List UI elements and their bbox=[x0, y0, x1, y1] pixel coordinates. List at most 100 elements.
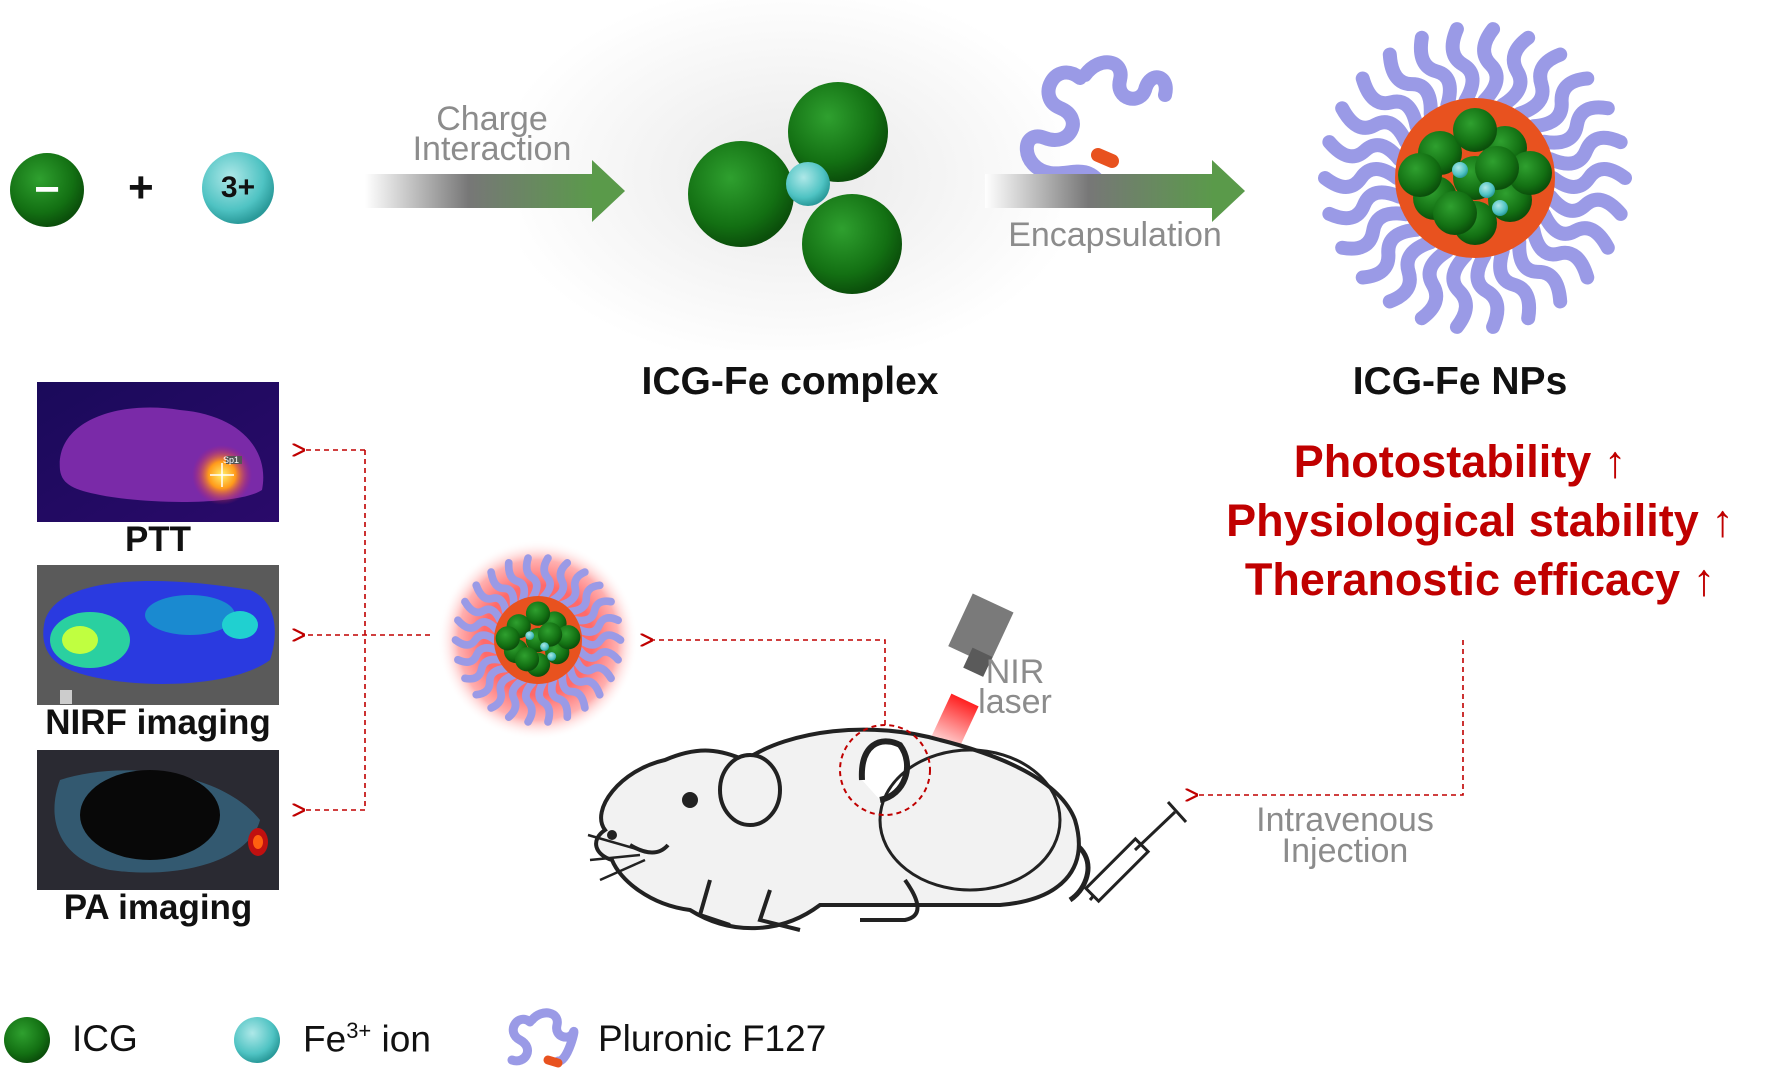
pluronic-strand bbox=[1446, 248, 1473, 334]
injection-label-1: Intravenous bbox=[1256, 801, 1434, 839]
pluronic-strand bbox=[1526, 71, 1595, 134]
pluronic-strand bbox=[454, 616, 501, 634]
pluronic-strand bbox=[572, 597, 615, 625]
property-theranostic-efficacy: Theranostic efficacy ↑ bbox=[1244, 554, 1716, 605]
nir-laser-icon bbox=[926, 593, 1014, 761]
pluronic-strand bbox=[1543, 189, 1628, 221]
icg-core-ball bbox=[514, 647, 540, 672]
pluronic-strand bbox=[472, 664, 510, 699]
icg-core-ball bbox=[525, 601, 551, 626]
icg-core-ball bbox=[1398, 153, 1442, 197]
pluronic-strand bbox=[1355, 71, 1424, 134]
icg-fe-complex-icon bbox=[688, 82, 902, 294]
pluronic-strand bbox=[521, 678, 537, 726]
icg-ion-symbol: − bbox=[34, 165, 60, 214]
laser-label-2: laser bbox=[978, 683, 1052, 721]
small-nanoparticle-icon bbox=[438, 540, 638, 740]
pluronic-strand-icon bbox=[1019, 55, 1173, 190]
legend-fe-label: Fe3+ ion bbox=[303, 1018, 431, 1060]
pluronic-strand bbox=[472, 581, 510, 616]
legend-pluronic-icon bbox=[507, 1008, 579, 1068]
pluronic-strand bbox=[549, 559, 572, 604]
fe-core-ball bbox=[1479, 182, 1495, 198]
pluronic-strand bbox=[1477, 22, 1504, 108]
pluronic-strand bbox=[1493, 243, 1537, 326]
charge-arrow bbox=[365, 160, 625, 222]
pluronic-strand bbox=[1335, 101, 1413, 149]
fe-core-ball bbox=[540, 642, 549, 651]
pluronic-strand bbox=[461, 655, 504, 683]
pluronic-strand bbox=[504, 559, 529, 604]
pluronic-strand bbox=[547, 676, 572, 721]
pluronic-strand bbox=[1526, 222, 1595, 285]
ptt-panel-image bbox=[37, 382, 279, 522]
legend-pluronic-label: Pluronic F127 bbox=[598, 1018, 827, 1059]
pluronic-strand bbox=[504, 676, 527, 721]
fe-ion-icon bbox=[202, 152, 274, 224]
fe-core-ball bbox=[1452, 162, 1468, 178]
charge-label-2: Interaction bbox=[412, 130, 572, 168]
plus-sign: + bbox=[128, 163, 154, 212]
pluronic-strand bbox=[577, 631, 625, 649]
pluronic-strand bbox=[1414, 243, 1455, 326]
pluronic-strand bbox=[1335, 206, 1413, 256]
pluronic-strand bbox=[454, 644, 501, 666]
pluronic-strand bbox=[535, 678, 554, 726]
legend-icg-icon bbox=[4, 1017, 50, 1063]
pluronic-strand bbox=[1318, 162, 1404, 194]
pluronic-strand bbox=[1512, 235, 1568, 309]
pluronic-strand bbox=[1537, 100, 1615, 150]
pluronic-strand bbox=[451, 631, 499, 649]
legend-icg-label: ICG bbox=[72, 1018, 138, 1059]
encapsulation-label: Encapsulation bbox=[1008, 216, 1222, 254]
pluronic-strand bbox=[1355, 222, 1424, 285]
flow-connectors bbox=[302, 450, 1464, 810]
icg-core-ball bbox=[556, 625, 581, 650]
icg-ion-icon bbox=[10, 153, 84, 227]
laser-label-1: NIR bbox=[985, 653, 1045, 691]
pluronic-strand bbox=[1546, 162, 1632, 194]
nanoparticle-icon bbox=[1318, 22, 1632, 334]
fe-core-ball bbox=[525, 631, 535, 640]
icg-core-ball bbox=[495, 626, 520, 651]
pluronic-strand bbox=[1382, 235, 1438, 309]
pluronic-strand bbox=[1322, 135, 1407, 167]
pluronic-strand bbox=[566, 664, 604, 699]
icg-core-ball bbox=[1433, 191, 1477, 235]
fe-core-ball bbox=[547, 652, 557, 661]
pa-panel-image bbox=[37, 750, 279, 890]
fe-ion-symbol: 3+ bbox=[220, 171, 256, 204]
ptt-caption: PTT bbox=[124, 520, 192, 559]
pluronic-strand bbox=[487, 671, 518, 712]
encapsulation-arrow bbox=[985, 160, 1245, 222]
pluronic-strand bbox=[575, 646, 622, 664]
syringe-icon bbox=[1083, 800, 1188, 904]
injection-label-2: Injection bbox=[1281, 832, 1409, 870]
pluronic-strand bbox=[1322, 185, 1407, 226]
pluronic-strand bbox=[522, 554, 541, 602]
pluronic-strand bbox=[558, 568, 589, 609]
icg-core-ball bbox=[538, 622, 563, 647]
pluronic-strand bbox=[1512, 47, 1568, 121]
pluronic-strand bbox=[1445, 22, 1480, 108]
pa-caption: PA imaging bbox=[63, 888, 253, 927]
fe-core-ball bbox=[1492, 200, 1508, 216]
pluronic-strand bbox=[487, 568, 518, 609]
property-physiological-stability: Physiological stability ↑ bbox=[1226, 495, 1734, 546]
icg-core-ball bbox=[1453, 108, 1497, 152]
pluronic-strand bbox=[558, 671, 589, 712]
property-photostability: Photostability ↑ bbox=[1293, 436, 1627, 487]
pluronic-strand bbox=[1382, 47, 1438, 121]
pluronic-strand bbox=[461, 597, 504, 624]
legend-fe-icon bbox=[234, 1017, 280, 1063]
mouse-illustration bbox=[587, 727, 1091, 932]
icg-core-ball bbox=[1475, 146, 1519, 190]
nirf-caption: NIRF imaging bbox=[45, 703, 271, 742]
charge-label-1: Charge bbox=[436, 100, 548, 138]
ptt-spot-label: Sp1 bbox=[223, 455, 240, 465]
pluronic-strand bbox=[1495, 30, 1536, 113]
pluronic-strand bbox=[1470, 248, 1505, 334]
pluronic-strand bbox=[1537, 207, 1615, 255]
